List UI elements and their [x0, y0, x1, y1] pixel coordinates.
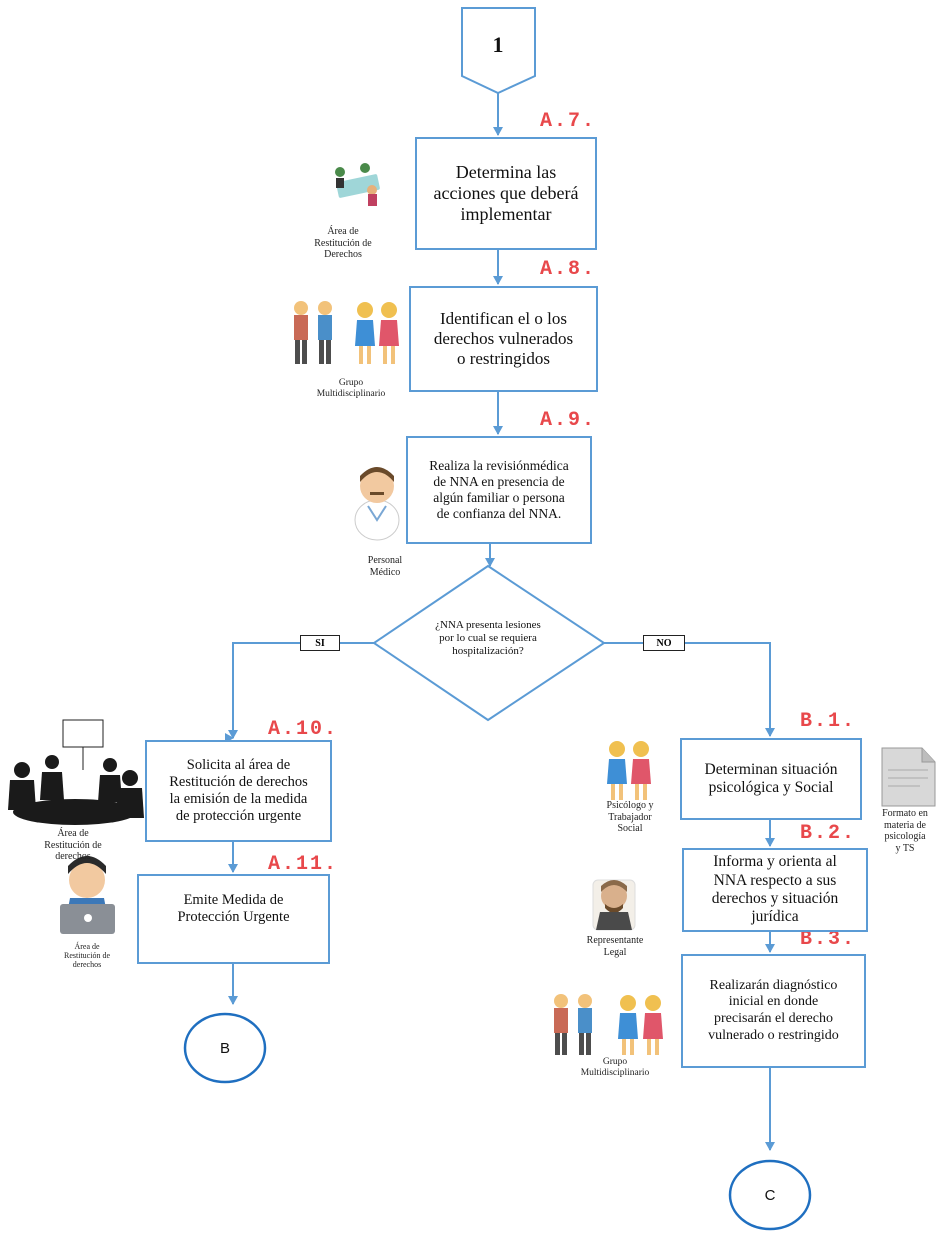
box-line: Identifican el o los	[439, 308, 567, 328]
actor-caption-b2: Representante Legal	[565, 935, 665, 958]
box-line: derechos vulnerados	[433, 328, 574, 348]
caption-line: Multidisciplinario	[580, 1067, 650, 1078]
caption-line: y TS	[895, 842, 915, 854]
caption-line: Derechos	[324, 249, 362, 260]
step-label-a7: A.7.	[540, 110, 597, 133]
branch-label-yes: SI	[300, 635, 340, 651]
box-line: o restringidos	[456, 349, 550, 369]
meeting-silhouettes-icon	[8, 719, 144, 825]
caption-line: derechos	[55, 851, 91, 862]
box-line: la emisión de la medida	[169, 791, 308, 807]
box-line: Emite Medida de	[183, 892, 284, 908]
box-line: psicológica y Social	[708, 779, 834, 796]
box-line: Protección Urgente	[177, 909, 290, 926]
box-line: Solicita al área de	[186, 756, 291, 773]
box-line: jurídica	[751, 908, 799, 926]
decision-diamond	[372, 564, 606, 722]
caption-line: Psicólogo y	[606, 800, 654, 811]
caption-line: psicología	[884, 831, 926, 842]
box-line: Determinan situación	[704, 760, 838, 778]
caption-line: Área de	[74, 942, 100, 951]
process-box-a10: Solicita al área de Restitución de derec…	[145, 740, 332, 842]
box-line: de NNA en presencia de	[433, 474, 565, 490]
box-line: derechos y situación	[711, 890, 839, 907]
caption-line: Representante	[586, 935, 644, 946]
end-connector-c-shape	[728, 1159, 812, 1231]
box-line: NNA respecto a sus	[713, 871, 837, 889]
caption-line: Médico	[369, 566, 401, 578]
box-line: implementar	[460, 204, 552, 225]
box-line: de protección urgente	[175, 808, 302, 825]
caption-line: Área de	[327, 226, 359, 237]
box-line: inicial en donde	[728, 994, 819, 1010]
caption-line: Grupo	[602, 1057, 628, 1067]
actor-caption-a10: Área de Restitución de derechos	[28, 828, 118, 863]
step-label-b1: B.1.	[800, 710, 857, 733]
actor-caption-a8: Grupo Multidisciplinario	[296, 378, 406, 400]
box-line: Determina las	[455, 161, 557, 182]
document-caption: Formato en materia de psicología y TS	[868, 808, 942, 854]
caption-line: Trabajador	[608, 811, 652, 823]
process-box-a11: Emite Medida de Protección Urgente	[137, 874, 330, 964]
actor-caption-a11: Área de Restitución de derechos	[42, 942, 132, 970]
actor-caption-b1: Psicólogo y Trabajador Social	[585, 800, 675, 835]
caption-line: Legal	[603, 946, 627, 958]
caption-line: Personal	[367, 555, 403, 566]
caption-line: Multidisciplinario	[316, 388, 386, 399]
doctor-icon	[354, 467, 400, 541]
group-people-icon-b3	[554, 994, 663, 1055]
caption-line: Formato en	[882, 808, 928, 819]
process-box-b3: Realizarán diagnóstico inicial en donde …	[681, 954, 866, 1068]
lawyer-icon	[592, 879, 636, 931]
end-connector-c-label: C	[765, 1187, 776, 1204]
meeting-table-icon	[335, 163, 380, 206]
caption-line: Grupo	[338, 378, 364, 388]
box-line: precisarán el derecho	[714, 1011, 833, 1026]
decision-line: hospitalización?	[452, 645, 524, 657]
process-box-b1: Determinan situación psicológica y Socia…	[680, 738, 862, 820]
caption-line: Restitución de	[64, 951, 110, 961]
step-label-a11: A.11.	[268, 853, 339, 876]
end-connector-b-shape	[183, 1012, 267, 1084]
caption-line: Restitución de	[314, 237, 372, 249]
step-label-b2: B.2.	[800, 822, 857, 845]
two-women-icon	[607, 741, 651, 800]
start-connector-label: 1	[493, 32, 504, 57]
step-label-a9: A.9.	[540, 409, 597, 432]
box-line: Informa y orienta al	[713, 853, 837, 871]
process-box-a9: Realiza la revisiónmédica de NNA en pres…	[406, 436, 592, 544]
laptop-person-icon	[60, 856, 115, 934]
process-box-a8: Identifican el o los derechos vulnerados…	[409, 286, 598, 392]
process-box-b2: Informa y orienta al NNA respecto a sus …	[682, 848, 868, 932]
actor-caption-a9: Personal Médico	[350, 555, 420, 578]
box-line: de confianza del NNA.	[436, 505, 562, 521]
box-line: Realiza la revisiónmédica	[429, 458, 569, 474]
box-line: vulnerado o restringido	[708, 1027, 839, 1043]
caption-line: materia de	[884, 819, 926, 831]
caption-line: Restitución de	[44, 839, 102, 851]
decision-line: por lo cual se requiera	[439, 632, 537, 644]
process-box-a7: Determina las acciones que deberá implem…	[415, 137, 597, 250]
branch-label-no: NO	[643, 635, 685, 651]
step-label-a8: A.8.	[540, 258, 597, 281]
box-line: Restitución de derechos	[169, 773, 308, 790]
box-line: acciones que deberá	[433, 182, 579, 203]
box-line: Realizarán diagnóstico	[709, 977, 838, 993]
step-label-b3: B.3.	[800, 928, 857, 951]
caption-line: Área de	[57, 828, 89, 839]
end-connector-b-label: B	[220, 1040, 230, 1057]
box-line: algún familiar o persona	[433, 490, 565, 505]
document-icon	[881, 747, 936, 807]
arrow-decision-no	[604, 642, 775, 737]
caption-line: Social	[617, 823, 643, 834]
group-people-icon	[294, 301, 399, 364]
decision-line: ¿NNA presenta lesiones	[435, 619, 541, 631]
start-connector-shape	[461, 7, 536, 95]
step-label-a10: A.10.	[268, 718, 339, 741]
actor-caption-a7: Área de Restitución de Derechos	[298, 226, 388, 261]
decision-text: ¿NNA presenta lesiones por lo cual se re…	[435, 619, 541, 657]
caption-line: derechos	[72, 960, 102, 970]
actor-caption-b3: Grupo Multidisciplinario	[560, 1057, 670, 1079]
